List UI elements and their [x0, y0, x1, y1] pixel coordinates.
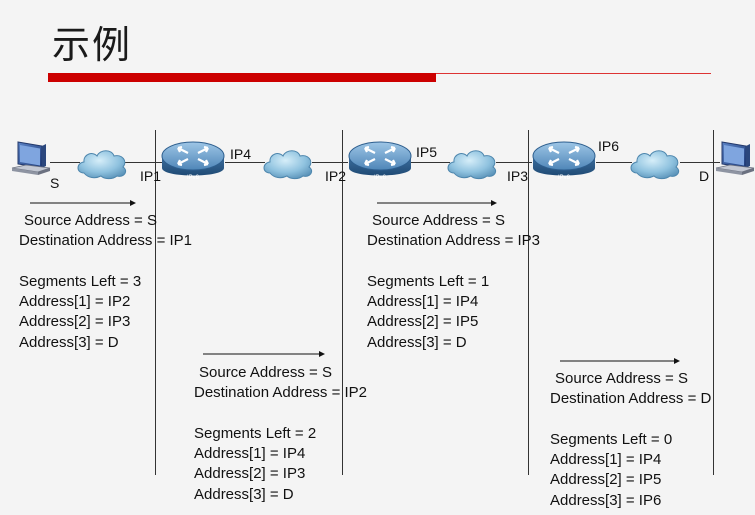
svg-text:IPv6: IPv6	[187, 175, 200, 181]
network-link	[225, 162, 265, 163]
network-cloud-icon	[447, 150, 497, 180]
ipv6-router-icon: IPv6	[532, 141, 596, 181]
separator-line	[713, 130, 714, 475]
address-1-line: Address[1] = IP2	[19, 293, 131, 311]
network-link	[680, 162, 720, 163]
network-cloud-icon	[263, 150, 313, 180]
destination-address-line: Destination Address = IP3	[367, 232, 541, 250]
packet-arrow-icon	[30, 200, 136, 206]
ipv6-router-icon: IPv6	[348, 141, 412, 181]
separator-line	[155, 130, 156, 475]
destination-computer-icon	[715, 141, 755, 175]
source-address-line: Source Address = S	[199, 364, 332, 381]
packet-header-block-3: Source Address = S Destination Address =…	[367, 211, 540, 353]
address-1-line: Address[1] = IP4	[550, 451, 662, 469]
source-address-line: Source Address = S	[24, 212, 157, 229]
packet-arrow-icon	[203, 351, 325, 357]
segments-left-line: Segments Left = 3	[19, 272, 142, 290]
destination-label: D	[699, 168, 710, 184]
network-link	[410, 162, 450, 163]
segments-left-line: Segments Left = 1	[367, 272, 490, 290]
router3-top-label: IP6	[598, 138, 620, 154]
router2-top-label: IP5	[416, 144, 438, 160]
network-link	[125, 162, 165, 163]
address-1-line: Address[1] = IP4	[194, 445, 306, 463]
title-underline-bar	[48, 73, 436, 82]
destination-address-line: Destination Address = IP1	[19, 232, 193, 250]
address-2-line: Address[2] = IP5	[550, 471, 662, 489]
packet-header-block-4: Source Address = S Destination Address =…	[550, 369, 711, 511]
network-link	[496, 162, 532, 163]
router2-address-label: IP2	[325, 168, 347, 184]
network-cloud-icon	[630, 150, 680, 180]
router3-address-label: IP3	[507, 168, 529, 184]
page-title: 示例	[52, 23, 133, 67]
separator-line	[342, 130, 343, 475]
svg-text:IPv6: IPv6	[558, 175, 571, 181]
address-1-line: Address[1] = IP4	[367, 293, 479, 311]
source-label: S	[50, 175, 60, 191]
separator-line	[528, 130, 529, 475]
source-address-line: Source Address = S	[372, 212, 505, 229]
address-2-line: Address[2] = IP3	[19, 313, 131, 331]
ipv6-router-icon: IPv6	[161, 141, 225, 181]
packet-header-block-1: Source Address = S Destination Address =…	[19, 211, 192, 353]
source-address-line: Source Address = S	[555, 370, 688, 387]
network-cloud-icon	[77, 150, 127, 180]
address-3-line: Address[3] = D	[367, 333, 467, 351]
destination-address-line: Destination Address = IP2	[194, 384, 368, 402]
segments-left-line: Segments Left = 0	[550, 430, 673, 448]
network-link	[50, 162, 80, 163]
network-link	[312, 162, 348, 163]
title-underline-line	[436, 73, 711, 74]
packet-arrow-icon	[560, 358, 680, 364]
packet-arrow-icon	[377, 200, 497, 206]
packet-header-block-2: Source Address = S Destination Address =…	[194, 363, 367, 505]
source-computer-icon	[11, 141, 51, 175]
router1-top-label: IP4	[230, 146, 252, 162]
router1-address-label: IP1	[140, 168, 162, 184]
address-3-line: Address[3] = D	[194, 485, 294, 503]
address-2-line: Address[2] = IP3	[194, 465, 306, 483]
address-3-line: Address[3] = IP6	[550, 491, 662, 509]
address-3-line: Address[3] = D	[19, 333, 119, 351]
network-link	[596, 162, 632, 163]
segments-left-line: Segments Left = 2	[194, 424, 317, 442]
destination-address-line: Destination Address = D	[550, 390, 712, 408]
svg-text:IPv6: IPv6	[374, 175, 387, 181]
address-2-line: Address[2] = IP5	[367, 313, 479, 331]
